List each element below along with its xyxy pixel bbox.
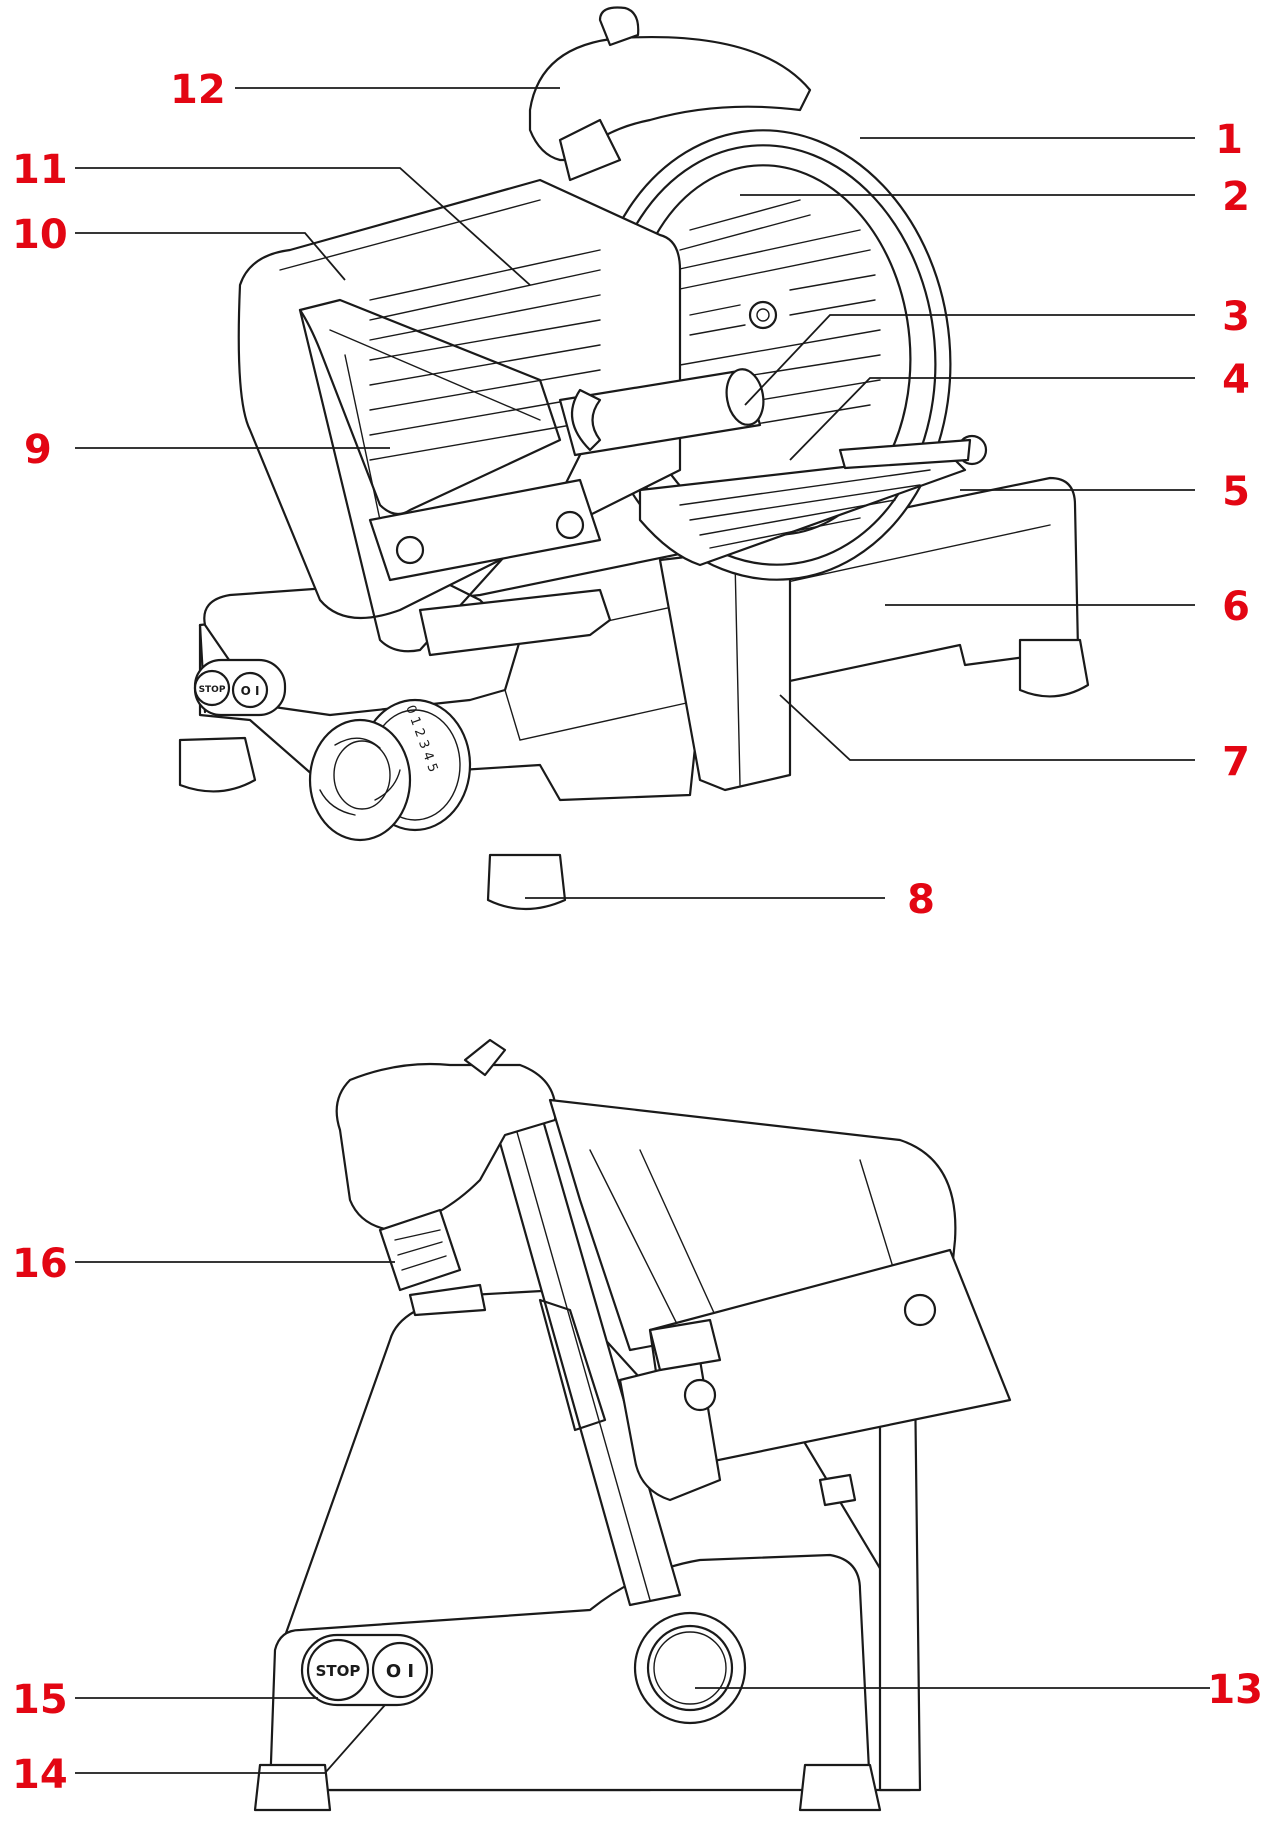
callout-8: 8 [907, 877, 935, 923]
side-carriage [548, 1098, 1012, 1507]
on-off-button-front[interactable] [231, 671, 269, 709]
side-thickness-knob[interactable] [633, 1611, 747, 1725]
slicer-side-view: STOP O I [253, 1038, 1012, 1812]
callout-12: 12 [170, 67, 226, 113]
callout-6: 6 [1222, 584, 1250, 630]
callout-2: 2 [1222, 174, 1250, 220]
side-switch-panel: STOP O I [300, 1633, 434, 1707]
tray-slide [418, 588, 612, 657]
sharpener [528, 6, 812, 182]
callout-14: 14 [12, 1752, 68, 1798]
callout-11: 11 [12, 147, 68, 193]
blade-center-nut [748, 300, 778, 330]
callout-3: 3 [1222, 294, 1250, 340]
slice-deflector [638, 434, 988, 567]
callout-labels: 1 2 3 4 5 6 7 8 9 10 11 12 13 14 15 16 [12, 67, 1263, 1798]
front-switch-panel: STOP O I [193, 658, 287, 717]
callout-9: 9 [24, 427, 52, 473]
callout-7: 7 [1222, 739, 1250, 785]
leader-lines [75, 87, 1210, 1774]
pusher-guard [298, 298, 602, 653]
on-off-button-side[interactable] [371, 1641, 429, 1699]
tray-ribs [369, 249, 601, 461]
on-off-button-front-label: O I [241, 684, 260, 698]
thickness-knob-front[interactable] [308, 718, 412, 842]
side-back-column [878, 1378, 922, 1792]
stop-button-side[interactable] [306, 1638, 370, 1702]
stop-button-front[interactable] [193, 669, 231, 707]
callout-1: 1 [1215, 117, 1243, 163]
stop-button-front-label: STOP [199, 685, 226, 695]
on-off-button-side-label: O I [386, 1661, 414, 1682]
blade-cover-slots [674, 199, 881, 431]
side-feet [253, 1763, 882, 1812]
callout-16: 16 [12, 1241, 68, 1287]
callout-13: 13 [1207, 1667, 1263, 1713]
side-sharpener [335, 1038, 557, 1317]
callout-5: 5 [1222, 469, 1250, 515]
callout-10: 10 [12, 212, 68, 258]
stop-button-side-label: STOP [316, 1662, 361, 1680]
slicer-perspective-view: STOP O I 0 1 2 3 4 5 [178, 6, 1090, 911]
callout-4: 4 [1222, 357, 1250, 403]
callout-15: 15 [12, 1677, 68, 1723]
feet [178, 638, 1090, 911]
pusher-handle[interactable] [558, 366, 768, 457]
